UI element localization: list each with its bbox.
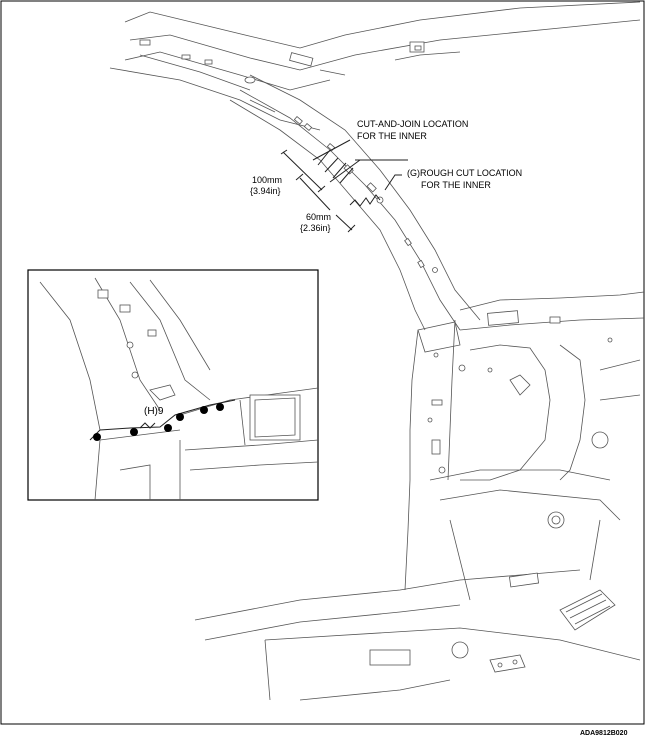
cut-join-label-line2: FOR THE INNER [357, 131, 427, 141]
dim-60-mm: 60mm [306, 212, 331, 222]
roof-rail [109, 1, 641, 131]
weld-callout-zigzag [139, 422, 156, 429]
dim-100-in: {3.94in} [250, 186, 281, 196]
cut-join-label-line1: CUT-AND-JOIN LOCATION [357, 119, 468, 129]
spot-weld-point [176, 413, 184, 421]
front-pillar [229, 74, 481, 331]
floor-panel [194, 469, 641, 701]
rear-quarter [458, 291, 645, 481]
cut-lines [312, 139, 381, 207]
diagram-border [0, 0, 645, 725]
dim-60-in: {2.36in} [300, 223, 331, 233]
rough-cut-label-line1: (G)ROUGH CUT LOCATION [407, 168, 522, 178]
inset-detail: (H)9 [27, 269, 319, 501]
inset-border [27, 269, 319, 501]
weld-label: (H)9 [144, 406, 164, 417]
spot-weld-point [130, 428, 138, 436]
spot-weld-point [93, 433, 101, 441]
spot-weld-point [164, 424, 172, 432]
rough-cut-label-line2: FOR THE INNER [421, 180, 491, 190]
center-pillar [404, 319, 461, 591]
spot-weld-point [200, 406, 208, 414]
dimension-lines [280, 149, 408, 233]
weld-seam [89, 399, 236, 441]
spot-weld-point [216, 403, 224, 411]
dim-100-mm: 100mm [252, 175, 282, 185]
figure-id: ADA9812B020 [580, 730, 628, 737]
